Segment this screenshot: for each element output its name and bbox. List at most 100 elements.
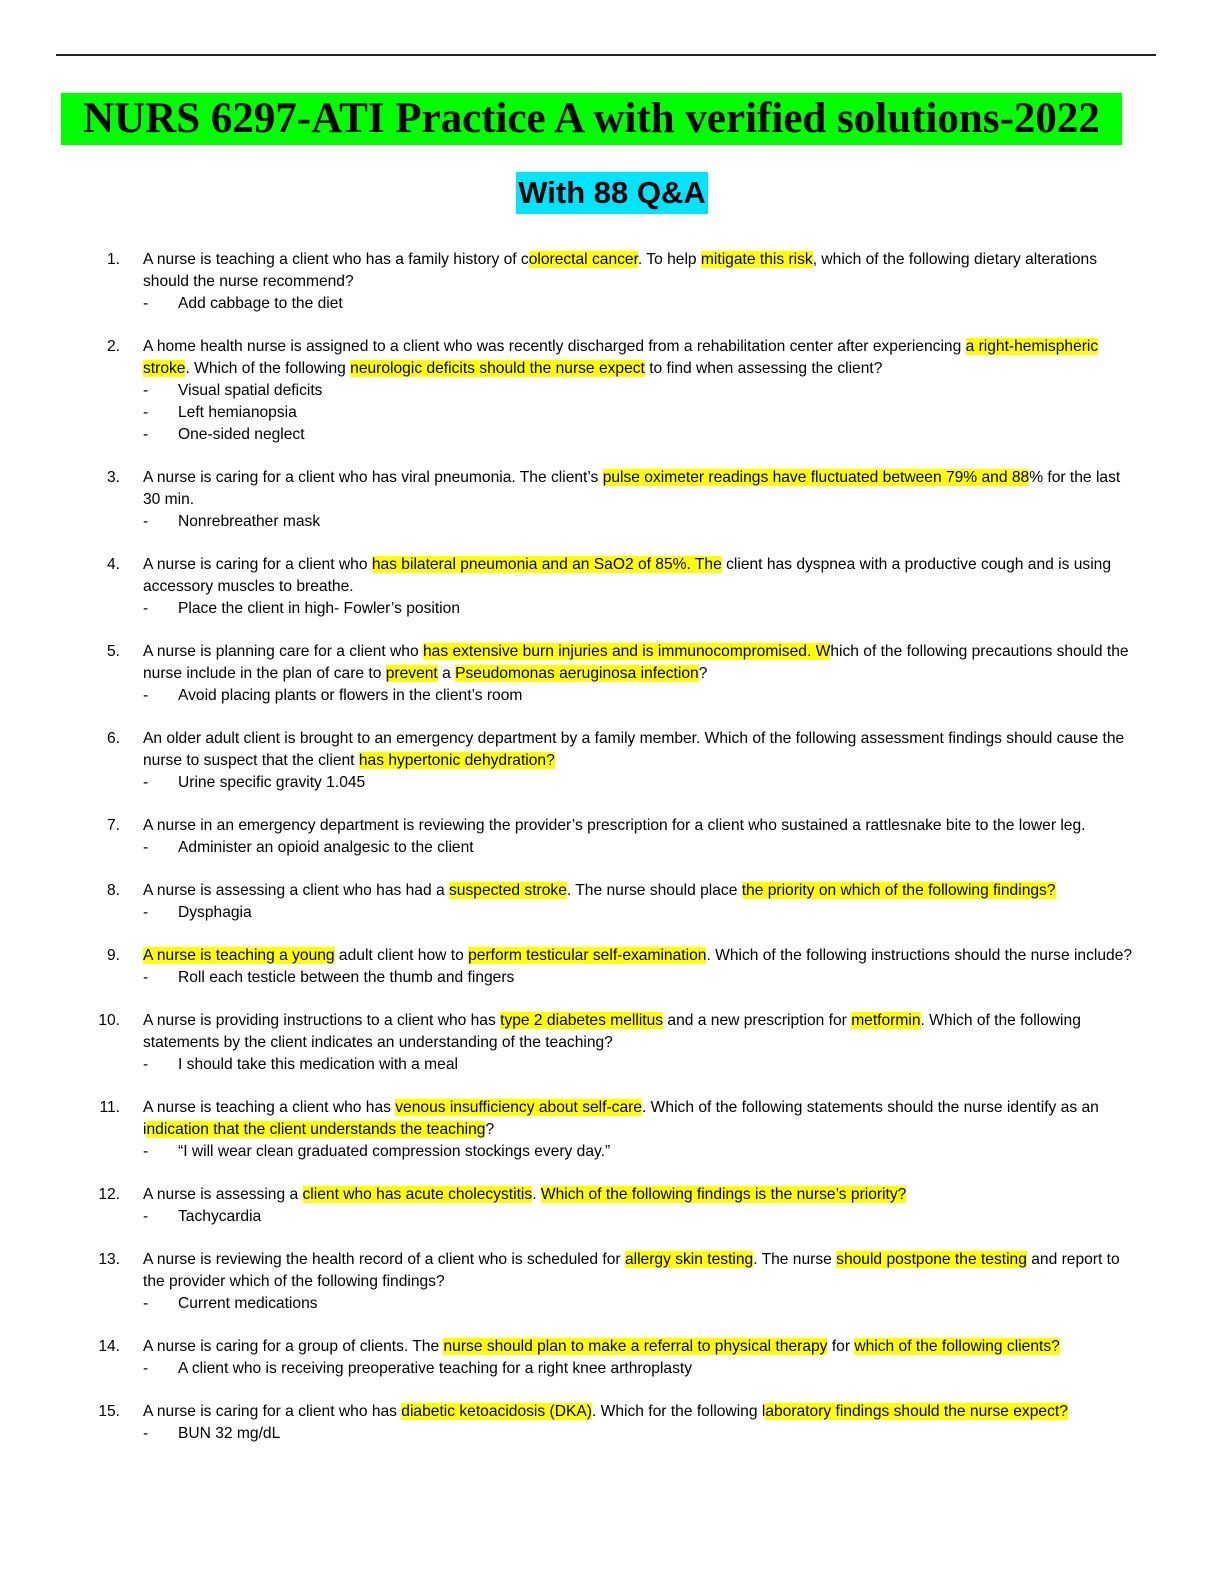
highlighted-text: which of the following clients?: [854, 1338, 1060, 1355]
question-text: . Which of the following statements shou…: [143, 1099, 1099, 1138]
answer-item: - Add cabbage to the diet: [143, 293, 1136, 315]
answer-text: Current medications: [178, 1295, 318, 1312]
question-text: ?: [485, 1121, 495, 1138]
dash-bullet: -: [143, 1143, 149, 1160]
question-number: 5.: [106, 643, 120, 660]
answer-item: - Left hemianopsia: [143, 402, 1136, 424]
question-number: 1.: [106, 251, 120, 268]
highlighted-text: has hypertonic dehydration?: [358, 752, 555, 769]
question-item: 14.A nurse is caring for a group of clie…: [0, 1336, 1224, 1380]
question-number: 6.: [106, 730, 120, 747]
answer-item: - Tachycardia: [143, 1206, 1136, 1228]
subtitle-row: With 88 Q&A: [0, 172, 1224, 214]
question-text: . Which of the following: [185, 360, 351, 377]
top-rule: [56, 54, 1156, 56]
dash-bullet: -: [143, 1056, 149, 1073]
question-item: 4.A nurse is caring for a client who has…: [0, 554, 1224, 620]
dash-bullet: -: [143, 1295, 149, 1312]
question-stem: A nurse is caring for a group of clients…: [143, 1336, 1136, 1358]
answer-text: Visual spatial deficits: [178, 382, 323, 399]
dash-bullet: -: [143, 404, 149, 421]
question-text: . Which of the following statements by t…: [143, 1012, 1081, 1051]
highlighted-text: A nurse is teaching a young: [143, 947, 335, 964]
question-number: 8.: [106, 882, 120, 899]
highlighted-text: has bilateral pneumonia and an SaO2 of 8…: [371, 556, 722, 573]
question-text: A nurse is caring for a client who has v…: [143, 469, 603, 486]
question-stem: A nurse is planning care for a client wh…: [143, 641, 1136, 685]
answer-text: Add cabbage to the diet: [178, 295, 343, 312]
question-text: ?: [698, 665, 708, 682]
answer-text: Tachycardia: [178, 1208, 262, 1225]
question-item: 13. A nurse is reviewing the health recor…: [0, 1249, 1224, 1315]
answer-item: -BUN 32 mg/dL: [143, 1423, 1136, 1445]
question-number: 12.: [98, 1186, 120, 1203]
question-text: . The nurse should place: [566, 882, 742, 899]
question-stem: A nurse is teaching a client who has ven…: [143, 1097, 1136, 1141]
answer-text: Roll each testicle between the thumb and…: [178, 969, 515, 986]
dash-bullet: -: [143, 382, 149, 399]
answer-item: -A client who is receiving preoperative …: [143, 1358, 1136, 1380]
question-item: 15. A nurse is caring for a client who ha…: [0, 1401, 1224, 1445]
question-item: 3. A nurse is caring for a client who has…: [0, 467, 1224, 533]
answer-text: Dysphagia: [178, 904, 252, 921]
answer-text: One-sided neglect: [178, 426, 305, 443]
question-number: 3.: [106, 469, 120, 486]
question-text: client has dyspnea with a productive cou…: [143, 556, 1112, 595]
question-text: A nurse is providing instructions to a c…: [143, 1012, 501, 1029]
question-text: .: [532, 1186, 541, 1203]
question-text: . Which of the following instructions sh…: [706, 947, 1133, 964]
question-item: 9.A nurse is teaching a young adult clie…: [0, 945, 1224, 989]
answer-item: - I should take this medication with a me…: [143, 1054, 1136, 1076]
question-stem: A nurse is assessing a client who has ac…: [143, 1184, 1136, 1206]
question-text: . Which for the following l: [591, 1403, 766, 1420]
question-text: % for the last 30 min.: [143, 469, 1121, 508]
answer-text: Administer an opioid analgesic to the cl…: [178, 839, 474, 856]
question-item: 6. An older adult client is brought to an…: [0, 728, 1224, 794]
answer-item: -Roll each testicle between the thumb an…: [143, 967, 1136, 989]
question-number: 13.: [98, 1251, 120, 1268]
title-highlight: NURS 6297-ATI Practice A with verified s…: [61, 93, 1122, 145]
question-text: . To help: [637, 251, 701, 268]
highlighted-text: neurologic deficits should the nurse exp…: [350, 360, 645, 377]
question-item: 1. A nurse is teaching a client who has a…: [0, 249, 1224, 315]
question-text: , which of the following dietary alterat…: [143, 251, 1098, 290]
question-item: 2. A home health nurse is assigned to a c…: [0, 336, 1224, 446]
question-stem: A nurse is teaching a client who has a f…: [143, 249, 1136, 293]
question-stem: A nurse is caring for a client who has d…: [143, 1401, 1136, 1423]
question-stem: A nurse is assessing a client who has ha…: [143, 880, 1136, 902]
question-text: a: [437, 665, 456, 682]
document-title: NURS 6297-ATI Practice A with verified s…: [83, 95, 1100, 142]
question-item: 10.A nurse is providing instructions to …: [0, 1010, 1224, 1076]
answer-text: Left hemianopsia: [178, 404, 297, 421]
question-number: 2.: [106, 338, 120, 355]
question-text: A nurse is assessing a: [143, 1186, 303, 1203]
question-number: 7.: [106, 817, 120, 834]
document-subtitle: With 88 Q&A: [516, 172, 708, 214]
dash-bullet: -: [143, 295, 149, 312]
question-text: A nurse is reviewing the health record o…: [143, 1251, 625, 1268]
highlighted-text: olorectal cancer: [528, 251, 638, 268]
question-stem: An older adult client is brought to an e…: [143, 728, 1136, 772]
dash-bullet: -: [143, 1208, 149, 1225]
highlighted-text: the priority on which of the following f…: [741, 882, 1056, 899]
question-text: A home health nurse is assigned to a cli…: [143, 338, 966, 355]
question-item: 12. A nurse is assessing a client who has…: [0, 1184, 1224, 1228]
question-number: 15.: [98, 1403, 120, 1420]
highlighted-text: has extensive burn injuries and is immun…: [422, 643, 831, 660]
question-text: for: [827, 1338, 855, 1355]
answer-text: I should take this medication with a mea…: [178, 1056, 458, 1073]
question-item: 11.A nurse is teaching a client who has …: [0, 1097, 1224, 1163]
highlighted-text: venous insufficiency about self-care: [395, 1099, 643, 1116]
question-text: A nurse is teaching a client who has: [143, 1099, 396, 1116]
answer-item: - Current medications: [143, 1293, 1136, 1315]
question-item: 8. A nurse is assessing a client who has …: [0, 880, 1224, 924]
question-text: . The nurse: [753, 1251, 837, 1268]
question-text: hich of the following precautions should…: [143, 643, 1129, 682]
question-number: 4.: [106, 556, 120, 573]
answer-text: Nonrebreather mask: [178, 513, 321, 530]
answer-item: -Administer an opioid analgesic to the c…: [143, 837, 1136, 859]
answer-text: A client who is receiving preoperative t…: [178, 1360, 693, 1377]
question-stem: A home health nurse is assigned to a cli…: [143, 336, 1136, 380]
answer-text: Avoid placing plants or flowers in the c…: [178, 687, 523, 704]
answer-text: Urine specific gravity 1.045: [178, 774, 366, 791]
